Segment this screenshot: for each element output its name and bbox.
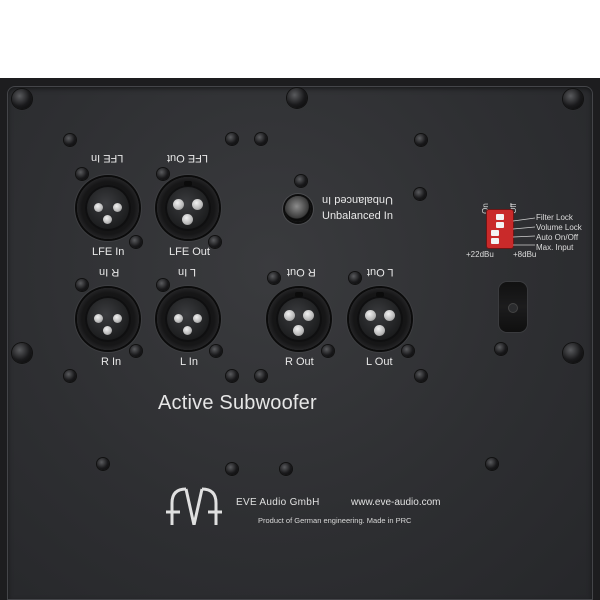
pin: [384, 310, 395, 321]
lfe-in-label: LFE In: [92, 246, 125, 258]
screw: [12, 89, 32, 109]
dip-option-max-input: Max. Input: [536, 243, 574, 252]
connector-ring: [165, 296, 211, 342]
bolt: [255, 133, 267, 145]
pin: [94, 314, 103, 323]
bolt: [268, 272, 280, 284]
pin: [113, 203, 122, 212]
knob-indicator: [509, 304, 517, 312]
screw: [12, 343, 32, 363]
bolt: [322, 345, 334, 357]
pin: [284, 310, 295, 321]
connector-ring: [85, 185, 131, 231]
dip-switch-lever[interactable]: [491, 230, 499, 236]
connector-ring: [85, 296, 131, 342]
pin: [103, 215, 112, 224]
pin: [183, 326, 192, 335]
pin: [94, 203, 103, 212]
bolt: [415, 134, 427, 146]
pin: [193, 314, 202, 323]
bolt: [76, 168, 88, 180]
bolt: [414, 188, 426, 200]
pin: [174, 314, 183, 323]
dip-switch[interactable]: [487, 210, 513, 248]
bolt: [64, 370, 76, 382]
dip-option-auto-on-off: Auto On/Off: [536, 233, 579, 242]
bolt: [226, 370, 238, 382]
pin: [192, 199, 203, 210]
max-input-low-label: +8dBu: [513, 250, 537, 259]
bolt: [295, 175, 307, 187]
bolt: [130, 236, 142, 248]
pin: [374, 325, 385, 336]
bolt: [226, 133, 238, 145]
pin: [103, 326, 112, 335]
bolt: [64, 134, 76, 146]
lfe-out-label: LFE Out: [169, 246, 210, 258]
r-in-label: R In: [101, 356, 122, 368]
max-input-high-label: +22dBu: [466, 250, 494, 259]
pin: [365, 310, 376, 321]
bolt: [210, 345, 222, 357]
screw: [563, 89, 583, 109]
connector-key: [376, 292, 384, 297]
l-in-label: L In: [180, 356, 198, 368]
control-knob[interactable]: [499, 282, 527, 332]
dip-option-volume-lock: Volume Lock: [536, 223, 582, 232]
l-out-label-top: L Out: [367, 266, 394, 278]
screw: [563, 343, 583, 363]
dip-switch-lever[interactable]: [491, 238, 499, 244]
bolt: [76, 279, 88, 291]
bolt: [157, 279, 169, 291]
r-in-connector[interactable]: [77, 288, 139, 350]
bolt: [495, 343, 507, 355]
product-tagline: Product of German engineering. Made in P…: [258, 516, 412, 525]
pin: [293, 325, 304, 336]
bolt: [402, 345, 414, 357]
lfe-in-connector[interactable]: [77, 177, 139, 239]
lfe-out-connector[interactable]: [157, 177, 219, 239]
unbalanced-in-label: Unbalanced In: [322, 210, 393, 222]
dip-switch-lever[interactable]: [496, 222, 504, 228]
connector-key: [295, 292, 303, 297]
l-in-connector[interactable]: [157, 288, 219, 350]
bolt: [226, 463, 238, 475]
panel-title: Active Subwoofer: [158, 392, 317, 414]
dip-switch-lever[interactable]: [496, 214, 504, 220]
unbalanced-in-jack[interactable]: [285, 196, 311, 222]
bolt: [209, 236, 221, 248]
bolt: [130, 345, 142, 357]
lfe-in-label-top: LFE In: [91, 152, 124, 164]
eve-logo-icon: [166, 487, 222, 525]
r-out-label: R Out: [285, 356, 314, 368]
website-url: www.eve-audio.com: [351, 497, 441, 508]
bolt: [255, 370, 267, 382]
r-out-connector[interactable]: [268, 288, 330, 350]
bolt: [157, 168, 169, 180]
dip-leader-lines: [513, 217, 535, 246]
bolt: [97, 458, 109, 470]
connector-key: [184, 181, 192, 186]
l-out-connector[interactable]: [349, 288, 411, 350]
lfe-out-label-top: LFE Out: [167, 152, 208, 164]
screw: [287, 88, 307, 108]
pin: [303, 310, 314, 321]
company-name: EVE Audio GmbH: [236, 497, 320, 508]
unbalanced-in-label-top: Unbalanced In: [322, 194, 393, 206]
l-in-label-top: L In: [178, 266, 196, 278]
bolt: [280, 463, 292, 475]
bolt: [415, 370, 427, 382]
dip-option-filter-lock: Filter Lock: [536, 213, 573, 222]
r-in-label-top: R In: [99, 266, 120, 278]
bolt: [349, 272, 361, 284]
pin: [173, 199, 184, 210]
pin: [113, 314, 122, 323]
bolt: [486, 458, 498, 470]
r-out-label-top: R Out: [287, 266, 316, 278]
l-out-label: L Out: [366, 356, 393, 368]
pin: [182, 214, 193, 225]
